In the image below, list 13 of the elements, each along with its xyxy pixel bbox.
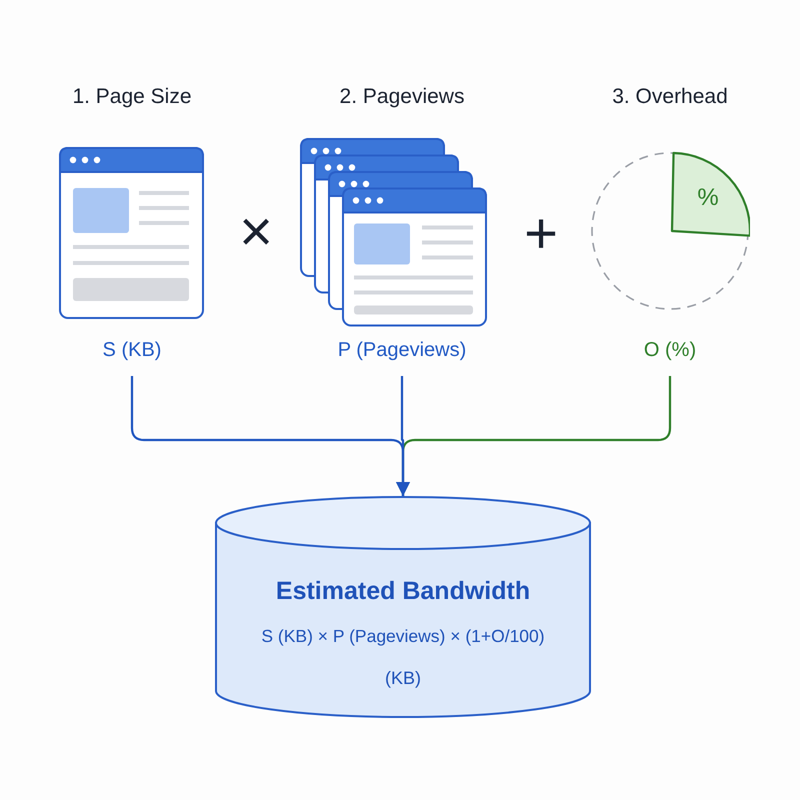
multiplication-sign: × <box>238 203 274 261</box>
formula: S (KB) × P (Pageviews) × (1+O/100) <box>260 626 546 647</box>
step-heading: 3. Overhead <box>611 84 729 110</box>
percent-label: % <box>696 184 720 213</box>
variable-label: P (Pageviews) <box>336 338 468 362</box>
plus-sign: + <box>523 205 559 263</box>
step-heading: 2. Pageviews <box>338 84 466 110</box>
step-heading: 1. Page Size <box>71 84 193 110</box>
variable-label: O (%) <box>642 338 698 362</box>
result-title: Estimated Bandwidth <box>274 576 532 606</box>
unit-label: (KB) <box>384 668 422 690</box>
variable-label: S (KB) <box>102 338 162 362</box>
connector-arrow <box>396 376 410 496</box>
